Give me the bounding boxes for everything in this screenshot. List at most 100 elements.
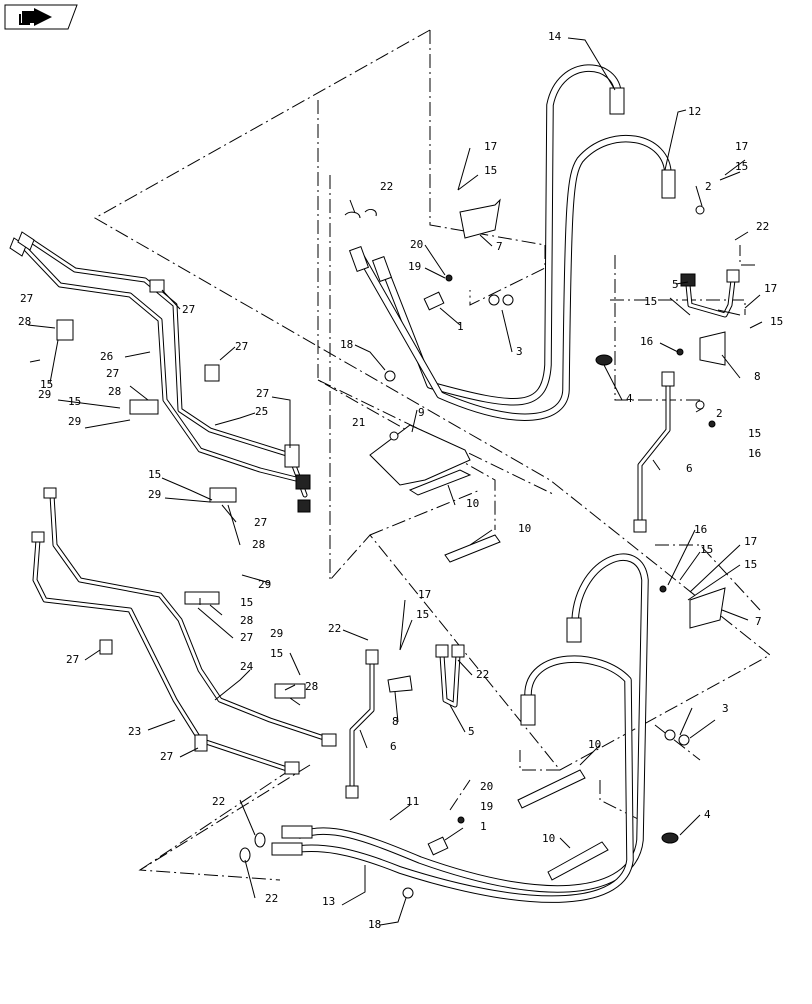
- callout-10: 10: [588, 738, 601, 751]
- hose-fitting-lower-2: [271, 842, 303, 856]
- callout-22: 22: [476, 668, 489, 681]
- bracket-7-upper: [459, 198, 501, 239]
- hose-fitting-upper-right: [371, 255, 393, 283]
- callout-17: 17: [735, 140, 748, 153]
- callout-15: 15: [416, 608, 429, 621]
- leader-lines: [27, 37, 763, 926]
- callout-27: 27: [20, 292, 33, 305]
- callout-17: 17: [484, 140, 497, 153]
- callout-4: 4: [704, 808, 711, 821]
- callout-23: 23: [128, 725, 141, 738]
- callout-20: 20: [480, 780, 493, 793]
- callout-19: 19: [480, 800, 493, 813]
- callout-26: 26: [100, 350, 113, 363]
- callout-6: 6: [390, 740, 397, 753]
- callout-21: 21: [352, 416, 365, 429]
- callout-8: 8: [754, 370, 761, 383]
- hose-fitting-11: [566, 617, 582, 643]
- callout-16: 16: [640, 335, 653, 348]
- hose-13: [286, 655, 634, 903]
- callout-27: 27: [235, 340, 248, 353]
- callout-15: 15: [270, 647, 283, 660]
- callout-29: 29: [270, 627, 283, 640]
- callout-10: 10: [466, 497, 479, 510]
- callout-15: 15: [68, 395, 81, 408]
- callout-1: 1: [457, 320, 464, 333]
- callout-15: 15: [240, 596, 253, 609]
- callout-27: 27: [106, 367, 119, 380]
- callout-12: 12: [688, 105, 701, 118]
- callout-15: 15: [770, 315, 783, 328]
- callout-15: 15: [744, 558, 757, 571]
- callout-15: 15: [484, 164, 497, 177]
- callout-17: 17: [764, 282, 777, 295]
- callout-8: 8: [392, 715, 399, 728]
- callout-11: 11: [406, 795, 419, 808]
- callout-22: 22: [328, 622, 341, 635]
- hose-14: [381, 64, 622, 406]
- clamps-27-28: [56, 279, 306, 752]
- small-hardware: [239, 205, 716, 899]
- wear-strip-10a: [408, 469, 472, 496]
- callout-15: 15: [700, 543, 713, 556]
- page-turn-arrow-icon: [19, 8, 52, 26]
- callout-18: 18: [340, 338, 353, 351]
- tube-23: [32, 537, 293, 773]
- callout-5: 5: [468, 725, 475, 738]
- callout-28: 28: [240, 614, 253, 627]
- callout-2: 2: [716, 407, 723, 420]
- tube-end-fittings: [9, 231, 337, 775]
- wear-strip-10b: [444, 534, 501, 563]
- callout-20: 20: [410, 238, 423, 251]
- callout-13: 13: [322, 895, 335, 908]
- hose-fitting-upper-left: [348, 245, 370, 273]
- callout-29: 29: [68, 415, 81, 428]
- callout-14: 14: [548, 30, 562, 43]
- hose-11: [296, 553, 649, 893]
- callout-6: 6: [686, 462, 693, 475]
- callout-15: 15: [748, 427, 761, 440]
- callout-15: 15: [644, 295, 657, 308]
- callout-15: 15: [735, 160, 748, 173]
- hose-fitting-12: [661, 169, 676, 199]
- callout-28: 28: [305, 680, 318, 693]
- callout-29: 29: [148, 488, 161, 501]
- nav-button[interactable]: [4, 4, 78, 30]
- callout-28: 28: [18, 315, 31, 328]
- callout-19: 19: [408, 260, 421, 273]
- callout-7: 7: [755, 615, 762, 628]
- callout-16: 16: [694, 523, 707, 536]
- tube-6-upper: [633, 371, 675, 533]
- callout-27: 27: [160, 750, 173, 763]
- callout-24: 24: [240, 660, 254, 673]
- wear-strip-10c: [517, 769, 586, 809]
- callout-3: 3: [516, 345, 523, 358]
- callout-27: 27: [254, 516, 267, 529]
- callout-1: 1: [480, 820, 487, 833]
- callout-22: 22: [265, 892, 278, 905]
- hose-fitting-13: [520, 694, 536, 726]
- tube-24: [49, 492, 333, 743]
- bracket-8-lower: [387, 675, 413, 693]
- hose-12: [356, 134, 672, 421]
- callout-28: 28: [108, 385, 121, 398]
- tube-25: [27, 237, 308, 498]
- callout-17: 17: [418, 588, 431, 601]
- callout-10: 10: [542, 832, 555, 845]
- callout-15: 15: [40, 378, 53, 391]
- hose-fitting-lower-1: [281, 825, 313, 839]
- callout-27: 27: [256, 387, 269, 400]
- callout-28: 28: [252, 538, 265, 551]
- callout-22: 22: [380, 180, 393, 193]
- callout-29: 29: [258, 578, 271, 591]
- callout-16: 16: [748, 447, 761, 460]
- bracket-8-upper: [699, 331, 726, 366]
- callout-15: 15: [148, 468, 161, 481]
- callout-18: 18: [368, 918, 381, 931]
- callout-25: 25: [255, 405, 268, 418]
- tube-5-lower: [435, 644, 465, 708]
- callout-9: 9: [418, 406, 425, 419]
- hose-fitting-14: [609, 87, 625, 115]
